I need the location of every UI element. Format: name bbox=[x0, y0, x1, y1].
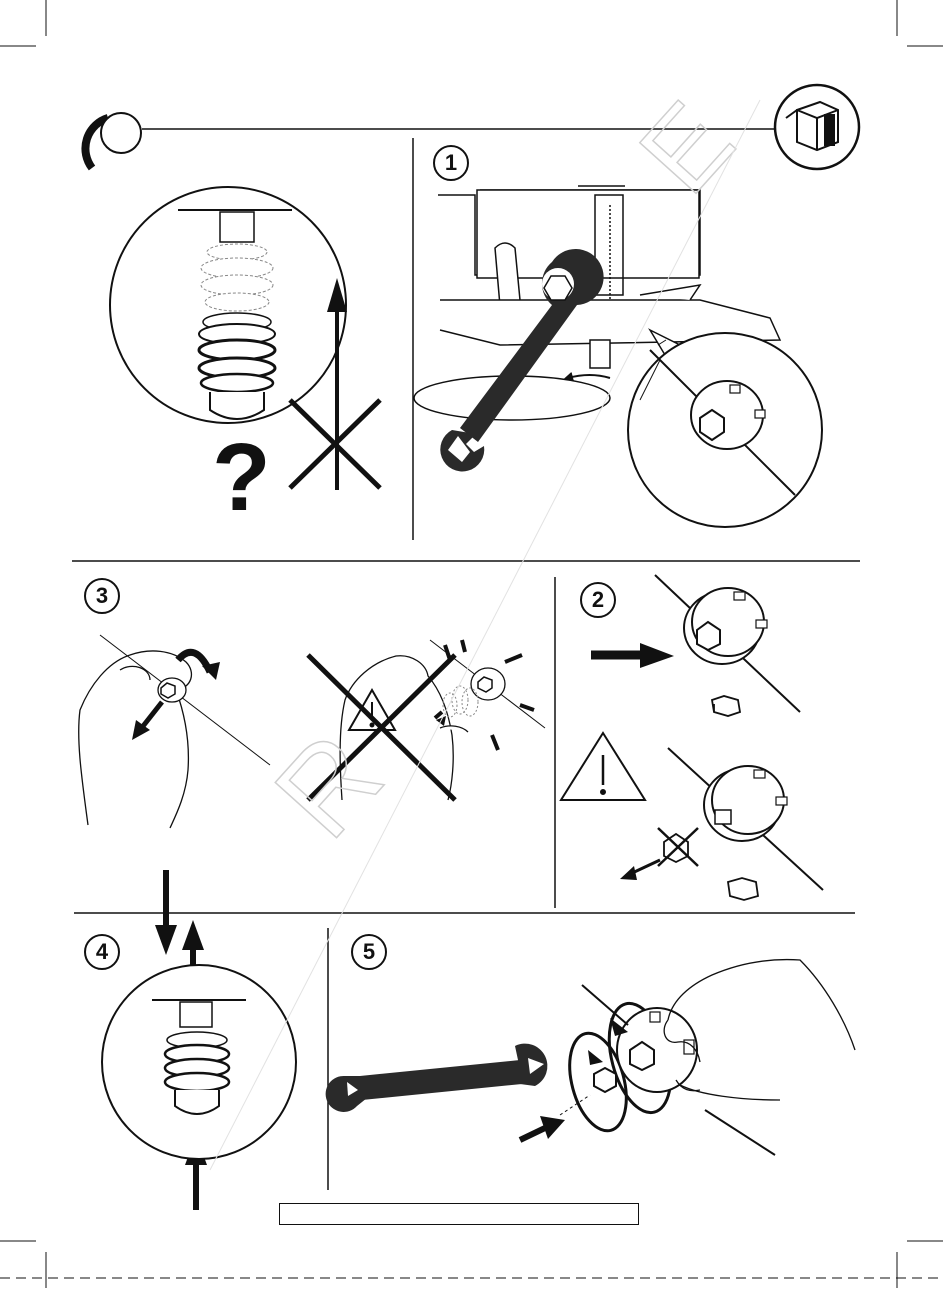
hand-icon bbox=[79, 635, 270, 828]
question-mark: ? bbox=[212, 424, 271, 531]
spring-stack-detail bbox=[110, 187, 346, 423]
footer-label-box bbox=[279, 1203, 639, 1225]
nut-icon-loose bbox=[712, 696, 740, 716]
warning-icon-2 bbox=[561, 733, 645, 800]
spring-stack-compressed bbox=[102, 965, 296, 1159]
wrench-icon bbox=[440, 249, 603, 471]
step-badge-4: 4 bbox=[84, 934, 120, 970]
nut-assembly-bottom bbox=[620, 748, 823, 900]
header-circle bbox=[101, 113, 141, 153]
nut-detail-circle bbox=[628, 333, 822, 527]
nut-icon bbox=[700, 410, 724, 440]
assembly-exploded bbox=[560, 985, 775, 1155]
step-badge-2: 2 bbox=[580, 582, 616, 618]
step-badge-5: 5 bbox=[351, 934, 387, 970]
rotation-arrow-icon bbox=[568, 375, 610, 378]
step-badge-3: 3 bbox=[84, 578, 120, 614]
nut-assembly-top bbox=[655, 575, 800, 712]
step-badge-1: 1 bbox=[433, 145, 469, 181]
wrench-icon-2 bbox=[326, 1044, 548, 1112]
